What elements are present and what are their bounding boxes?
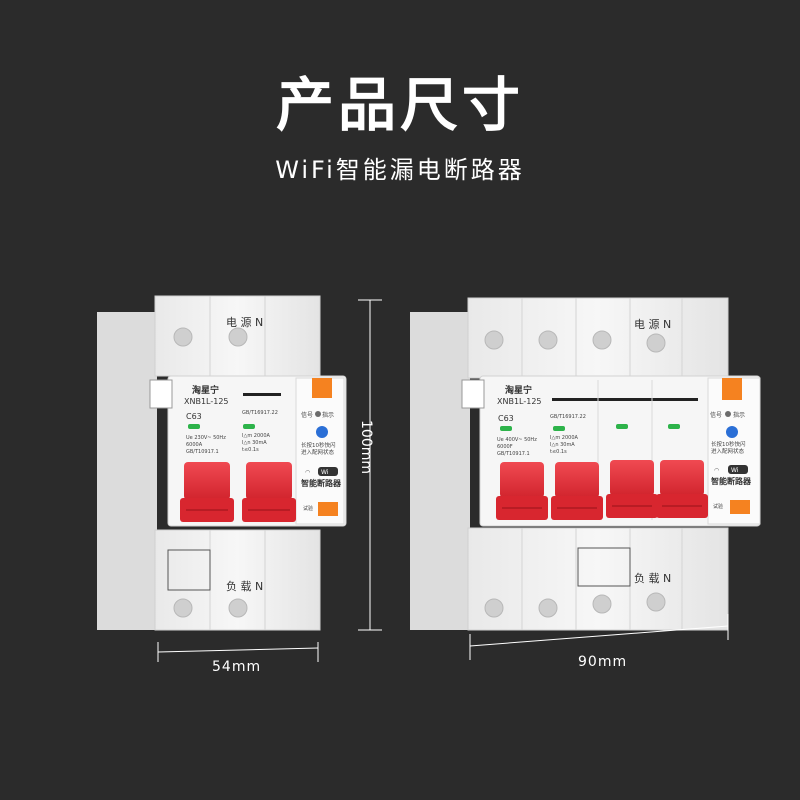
toggle-handle[interactable] [656,460,708,518]
test-button[interactable] [318,502,338,516]
signal-label: 信号 [301,411,313,419]
test-label: 试验 [713,503,723,510]
smart-label: 智能断路器 [301,478,342,488]
bottom-label: 负 载 N [226,579,263,593]
orange-cap [722,378,742,400]
rating-label: C63 [186,412,202,421]
test-label: 试验 [303,505,313,512]
breaker-small: 电 源 N 淘星宁 XNB1L-125 C63 Ue 230V~ 50Hz 60… [97,295,347,631]
bottom-terminal-block [467,527,729,631]
wifi-badge [728,465,748,474]
screw-icon [538,330,558,350]
screw-icon [646,592,666,612]
screw-icon [538,598,558,618]
led-indicator [616,424,628,429]
width-small-label: 54mm [212,659,261,675]
bottom-label: 负 载 N [634,571,671,585]
wifi-badge-text: Wi [321,469,329,476]
toggle-handle[interactable] [242,462,296,522]
wifi-icon: ◠ [714,467,719,474]
control-column [295,377,345,525]
breaker-large: 电 源 N 淘星宁 XNB1L-125 C63 Ue 400V~ 50Hz 60… [410,297,761,631]
led-indicator [243,424,255,429]
led-indicator [500,426,512,431]
toggle-handle[interactable] [606,460,658,518]
spec-text: I△n 30mA [550,442,575,448]
instruction-text: 长按10秒快闪 [301,441,336,449]
screw-icon [646,333,666,353]
control-column [707,377,761,525]
signal-led-icon [315,411,321,417]
screw-icon [173,598,193,618]
height-dimension [358,299,382,631]
indicator-label: 指示 [733,411,745,419]
side-body [97,312,157,630]
spec-text: GB/T10917.1 [186,449,219,455]
page-title: 产品尺寸 [275,71,524,139]
pairing-button[interactable] [726,426,738,438]
clip [149,379,173,409]
spec-text: GB/T16917.22 [242,410,278,416]
spec-text: I△n 30mA [242,440,267,446]
spec-text: 6000A [186,442,203,448]
screw-icon [484,598,504,618]
screw-icon [592,330,612,350]
page-subtitle: WiFi智能漏电断路器 [275,156,525,184]
spec-text: I△m 2000A [242,433,271,439]
signal-label: 信号 [710,411,722,419]
spec-text: Ue 400V~ 50Hz [497,437,537,443]
toggle-handle[interactable] [180,462,234,522]
led-indicator [668,424,680,429]
brand-label: 淘星宁 [192,384,219,396]
side-body [410,312,470,630]
top-label: 电 源 N [226,315,263,329]
spec-text: GB/T10917.1 [497,451,530,457]
led-indicator [188,424,200,429]
rating-label: C63 [498,414,514,423]
circuit-diagram-icon [577,547,631,587]
led-indicator [553,426,565,431]
instruction-text: 进入配网状态 [301,448,335,456]
spec-text: 6000F [497,444,513,450]
screw-icon [228,598,248,618]
orange-cap [312,378,332,398]
screw-icon [228,327,248,347]
height-label: 100mm [358,420,374,474]
wifi-badge-text: Wi [731,467,739,474]
test-button[interactable] [730,500,750,514]
signal-led-icon [725,411,731,417]
spec-text: t≤0.1s [550,449,567,455]
wifi-badge [318,467,338,476]
smart-label: 智能断路器 [711,476,752,486]
brand-label: 淘星宁 [505,384,532,396]
width-large-label: 90mm [578,654,627,670]
model-label: XNB1L-125 [184,397,229,406]
screw-icon [173,327,193,347]
width-large-dimension [469,614,729,660]
toggle-handle[interactable] [551,462,603,520]
screw-icon [592,594,612,614]
spec-text: t≤0.1s [242,447,259,453]
spec-text: GB/T16917.22 [550,414,586,420]
toggle-handle[interactable] [496,462,548,520]
instruction-text: 长按10秒快闪 [711,440,746,448]
clip [461,379,485,409]
top-label: 电 源 N [634,317,671,331]
pairing-button[interactable] [316,426,328,438]
wifi-icon: ◠ [305,469,310,476]
spec-text: I△m 2000A [550,435,579,441]
spec-text: Ue 230V~ 50Hz [186,435,226,441]
screw-icon [484,330,504,350]
width-small-dimension [157,642,319,662]
circuit-diagram-icon [167,549,211,591]
model-label: XNB1L-125 [497,397,542,406]
instruction-text: 进入配网状态 [711,447,745,455]
indicator-label: 指示 [322,411,334,419]
